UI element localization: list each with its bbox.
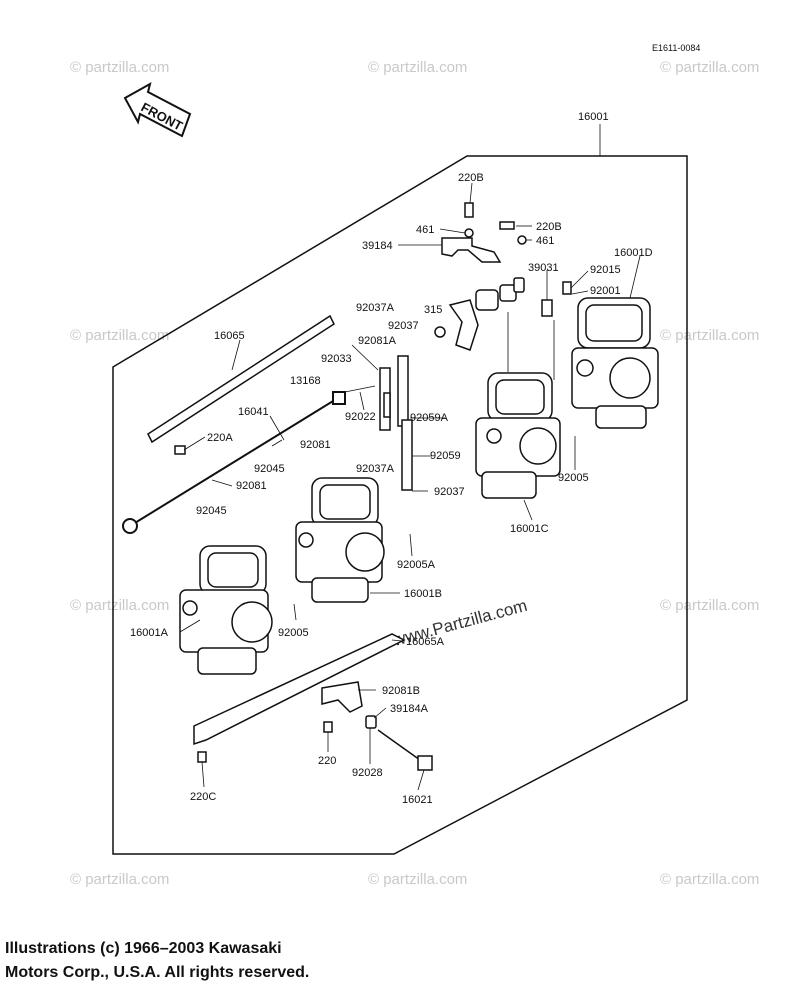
watermark: © partzilla.com — [70, 871, 169, 888]
part-label: 92028 — [352, 767, 383, 779]
watermark: © partzilla.com — [70, 59, 169, 76]
part-label: 315 — [424, 304, 442, 316]
copyright-line-2: Motors Corp., U.S.A. All rights reserved… — [5, 964, 310, 981]
watermark: © partzilla.com — [660, 327, 759, 344]
shaft-16041 — [122, 391, 346, 534]
watermark: © partzilla.com — [660, 59, 759, 76]
part-label: 220B — [536, 221, 562, 233]
assembly-boundary — [112, 155, 688, 855]
part-label: 39031 — [528, 262, 559, 274]
part-label: 16001A — [130, 627, 169, 639]
part-labels: 16001 220B 461 220B 461 39184 39031 9201… — [130, 111, 653, 806]
link-rod-16065 — [147, 314, 335, 444]
part-label: 92081B — [382, 685, 420, 697]
part-label: 461 — [536, 235, 554, 247]
part-label: 13168 — [290, 375, 321, 387]
watermark: © partzilla.com — [70, 597, 169, 614]
part-label: 39184A — [390, 703, 429, 715]
bracket-39184 — [441, 202, 527, 263]
part-label: 220A — [207, 432, 233, 444]
part-label: 92045 — [254, 463, 285, 475]
carburetor-16001c — [475, 372, 561, 499]
part-label: 220 — [318, 755, 336, 767]
front-arrow-icon: FRONT — [123, 81, 192, 138]
watermark: © partzilla.com — [368, 871, 467, 888]
bracket-16065a — [193, 633, 406, 746]
part-label: 92015 — [590, 264, 621, 276]
fuel-pipes — [379, 355, 413, 491]
part-label: 16021 — [402, 794, 433, 806]
part-label: 92033 — [321, 353, 352, 365]
part-label: 92059A — [410, 412, 449, 424]
watermark: © partzilla.com — [70, 327, 169, 344]
part-label: 39184 — [362, 240, 393, 252]
diagram-code: E1611-0084 — [652, 43, 700, 53]
part-label: 92037 — [434, 486, 465, 498]
watermark: © partzilla.com — [660, 597, 759, 614]
part-label: 16001B — [404, 588, 442, 600]
part-label: 92005A — [397, 559, 436, 571]
part-label: 461 — [416, 224, 434, 236]
part-label: 16001C — [510, 523, 549, 535]
part-label: 92001 — [590, 285, 621, 297]
part-label: 92005 — [278, 627, 309, 639]
part-label: 92037 — [388, 320, 419, 332]
part-label: 92005 — [558, 472, 589, 484]
part-label: 92081A — [358, 335, 397, 347]
part-label: 220C — [190, 791, 216, 803]
part-label: 92037A — [356, 463, 395, 475]
part-label: 92059 — [430, 450, 461, 462]
carburetor-16001b — [295, 477, 385, 603]
part-label: 92045 — [196, 505, 227, 517]
part-label: 16001 — [578, 111, 609, 123]
part-label: 92037A — [356, 302, 395, 314]
part-label: 92081 — [300, 439, 331, 451]
part-label: 220B — [458, 172, 484, 184]
part-label: 92081 — [236, 480, 267, 492]
part-label: 16065 — [214, 330, 245, 342]
small-screws — [174, 445, 333, 763]
watermark: © partzilla.com — [368, 59, 467, 76]
copyright-line-1: Illustrations (c) 1966–2003 Kawasaki — [5, 940, 282, 957]
bracket-39184a — [321, 681, 433, 771]
part-label: 16065A — [406, 636, 445, 648]
carburetor-16001d — [571, 297, 659, 429]
part-label: 16041 — [238, 406, 269, 418]
leader-lines — [179, 124, 641, 791]
watermark: © partzilla.com — [660, 871, 759, 888]
watermark-layer: © partzilla.com © partzilla.com © partzi… — [70, 59, 759, 888]
part-label: 92022 — [345, 411, 376, 423]
throttle-linkage — [434, 277, 572, 351]
part-label: 16001D — [614, 247, 653, 259]
carburetor-16001a — [179, 545, 273, 675]
